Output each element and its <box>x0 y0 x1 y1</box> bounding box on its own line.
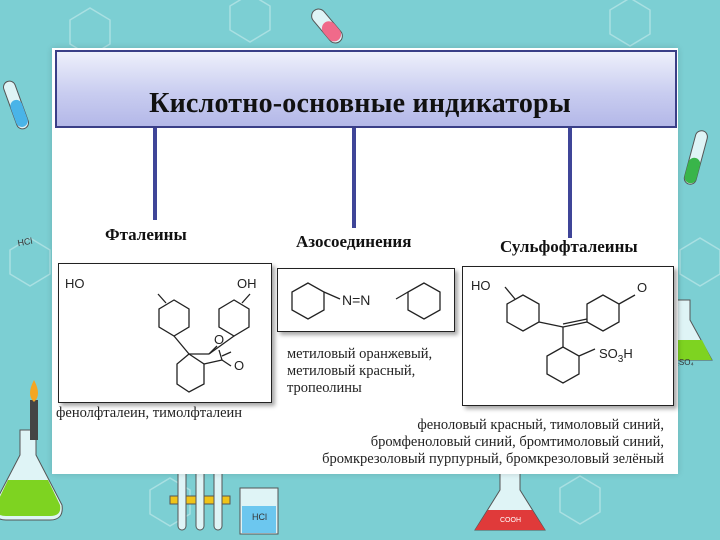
examples-sulfophthaleins: феноловый красный, тимоловый синий, бром… <box>322 417 664 468</box>
structure-label: O <box>234 358 244 373</box>
test-tube-icon <box>311 8 343 44</box>
structure-panel-phthalein: HO OH O O <box>58 263 272 403</box>
structure-panel-sulfophthalein: HO O SO3H <box>462 266 674 406</box>
phenol-red-structure: HO O SO3H <box>471 278 647 384</box>
example-line: метиловый оранжевый, <box>287 346 433 362</box>
examples-azo: метиловый оранжевый, метиловый красный, … <box>287 346 432 397</box>
example-line: метиловый красный, <box>287 363 416 379</box>
example-line: бромфеноловый синий, бромтимоловый синий… <box>370 434 664 450</box>
bg-label: COOH <box>500 517 521 524</box>
flask-icon <box>0 429 63 521</box>
test-tube-rack-icon <box>169 469 231 531</box>
structure-label: SO3H <box>599 346 633 365</box>
bg-label: HCl <box>17 236 34 248</box>
test-tube-icon <box>683 130 708 185</box>
structure-label: N=N <box>342 292 370 308</box>
connector-line <box>352 128 356 228</box>
category-label-azo: Азосоединения <box>296 232 412 251</box>
structure-label: OH <box>237 276 257 291</box>
structure-label: HO <box>471 278 491 293</box>
connector-line <box>153 128 157 220</box>
example-line: феноловый красный, тимоловый синий, <box>417 417 664 433</box>
structure-panel-azo: N=N <box>277 268 455 332</box>
structure-label: O <box>214 332 224 347</box>
page-title: Кислотно-основные индикаторы <box>149 88 571 119</box>
beaker-icon <box>239 487 279 535</box>
structure-label: O <box>637 280 647 295</box>
connector-line <box>568 128 572 238</box>
example-line: бромкрезоловый пурпурный, бромкрезоловый… <box>322 451 664 467</box>
azobenzene-structure: N=N <box>291 282 441 320</box>
test-tube-icon <box>3 80 29 130</box>
example-line: тропеолины <box>287 380 362 396</box>
title-bar <box>55 50 677 128</box>
bg-label: H₂SO₄ <box>670 358 694 367</box>
category-label-phthaleins: Фталеины <box>105 225 187 244</box>
burner-icon <box>30 380 38 440</box>
bg-label: HCl <box>252 512 267 522</box>
phenolphthalein-structure: HO OH O O <box>65 276 257 393</box>
category-label-sulfophthaleins: Сульфофталеины <box>500 237 638 256</box>
structure-label: HO <box>65 276 85 291</box>
example-line: фенолфталеин, тимолфталеин <box>56 405 243 421</box>
examples-phthaleins: фенолфталеин, тимолфталеин <box>56 405 242 422</box>
